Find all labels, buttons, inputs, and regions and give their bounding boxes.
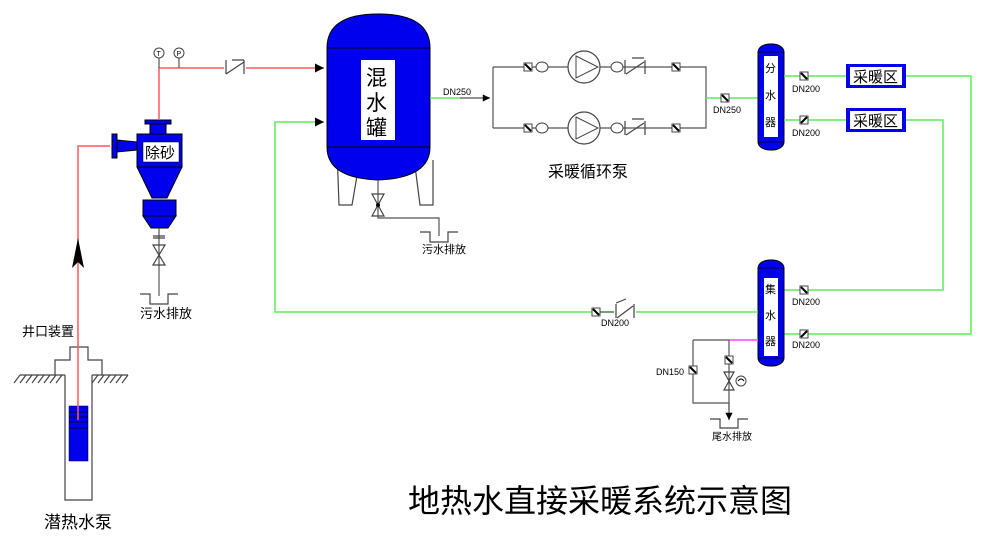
desander: 除砂 污水排放	[111, 119, 192, 322]
heating-zone-2: 采暖区	[846, 108, 906, 132]
pump-station: 采暖循环泵	[492, 50, 707, 181]
temperature-gauge-icon: T	[153, 47, 165, 68]
svg-text:水: 水	[765, 89, 776, 102]
tank-label-char: 水	[366, 91, 387, 115]
tank-drain-label: 污水排放	[422, 242, 466, 256]
pump-icon	[567, 50, 601, 84]
tail-drain-label: 尾水排放	[712, 430, 752, 443]
pump-icon	[567, 111, 601, 145]
pump-label: 潜热水泵	[44, 513, 112, 533]
svg-text:采暖区: 采暖区	[853, 68, 898, 86]
distributor-outlet-size: DN200	[792, 84, 820, 94]
wellhead-label: 井口装置	[22, 325, 74, 340]
tank-label-char: 混	[366, 66, 387, 90]
desander-label: 除砂	[145, 144, 175, 162]
check-valve-icon	[224, 59, 246, 75]
svg-text:器: 器	[765, 335, 776, 348]
svg-text:器: 器	[765, 116, 776, 129]
water-distributor: 分 水 器	[757, 43, 785, 151]
bypass-size: DN150	[656, 367, 684, 377]
return-pipe-size: DN200	[601, 318, 629, 328]
diagram-title: 地热水直接采暖系统示意图	[408, 482, 792, 520]
return-pipe-to-tank	[274, 117, 758, 313]
collector-inlet-size: DN200	[792, 297, 820, 307]
water-collector: 集 水 器	[757, 259, 785, 367]
heating-zone-1: 采暖区	[846, 64, 906, 88]
tank-drain-valve-icon[interactable]	[370, 193, 386, 217]
svg-text:分: 分	[765, 62, 776, 75]
collector-inlet-size: DN200	[792, 340, 820, 350]
drain-valve-icon[interactable]	[151, 244, 167, 266]
pressure-gauge-icon: P	[173, 47, 185, 68]
flow-arrow-icon	[72, 238, 84, 268]
tank-outlet-size: DN250	[443, 87, 471, 97]
svg-text:T: T	[157, 51, 162, 58]
svg-text:水: 水	[765, 309, 776, 322]
desander-drain-label: 污水排放	[140, 307, 192, 322]
svg-text:集: 集	[765, 282, 776, 296]
pump-row	[523, 50, 681, 84]
hot-pipe-well	[77, 145, 110, 420]
return-check-valve-icon	[614, 298, 636, 319]
return-loop-1	[784, 75, 972, 335]
hot-pipe-to-tank	[158, 63, 324, 120]
distributor-outlet-size: DN200	[792, 128, 820, 138]
well: 井口装置 潜热水泵	[13, 325, 129, 533]
svg-text:采暖区: 采暖区	[853, 112, 898, 130]
pump-station-label: 采暖循环泵	[548, 162, 628, 181]
wellhead	[54, 346, 103, 375]
svg-text:P: P	[177, 51, 182, 58]
tank-label-char: 罐	[366, 116, 387, 140]
pump-row	[523, 111, 681, 145]
pump-outlet-size: DN250	[713, 105, 741, 115]
well-casing	[64, 375, 93, 501]
control-valve-icon[interactable]	[722, 371, 736, 391]
return-loop-2	[784, 119, 944, 291]
mixing-tank: 混 水 罐 污水排放	[326, 13, 466, 256]
